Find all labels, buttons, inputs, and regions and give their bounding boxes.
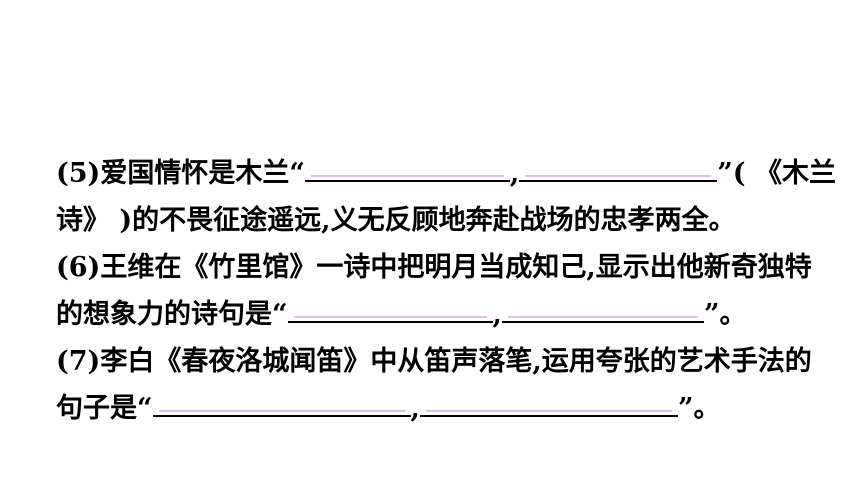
q7-answer-blank-1[interactable] bbox=[152, 393, 411, 417]
q5-answer-blank-1[interactable] bbox=[304, 158, 510, 182]
q7-prompt: (7)李白《春夜洛城闻笛》中从笛声落笔,运用夸张的艺术手法的 bbox=[56, 346, 812, 377]
q6-line-2: 的想象力的诗句是“, ”。 bbox=[56, 291, 846, 338]
q5-continuation: 诗》 )的不畏征途遥远,义无反顾地奔赴战场的忠孝两全。 bbox=[56, 205, 736, 236]
q6-line-1: (6)王维在《竹里馆》一诗中把明月当成知己,显示出他新奇独特 bbox=[56, 244, 846, 291]
q5-line-1: (5)爱国情怀是木兰“, ”( 《木兰 bbox=[56, 150, 846, 197]
faded-answer-mark bbox=[425, 404, 672, 412]
q7-line-1: (7)李白《春夜洛城闻笛》中从笛声落笔,运用夸张的艺术手法的 bbox=[56, 338, 846, 385]
faded-answer-mark bbox=[525, 169, 712, 177]
q6-answer-blank-2[interactable] bbox=[501, 299, 704, 323]
q6-answer-blank-1[interactable] bbox=[287, 299, 493, 323]
q6-prompt: (6)王维在《竹里馆》一诗中把明月当成知己,显示出他新奇独特 bbox=[56, 252, 812, 283]
faded-answer-mark bbox=[293, 310, 487, 318]
q7-separator: , bbox=[410, 393, 420, 424]
q5-line-2: 诗》 )的不畏征途遥远,义无反顾地奔赴战场的忠孝两全。 bbox=[56, 197, 846, 244]
q7-prefix: 句子是“ bbox=[56, 393, 153, 424]
faded-answer-mark bbox=[158, 404, 405, 412]
q7-suffix: ”。 bbox=[677, 393, 721, 424]
faded-answer-mark bbox=[507, 310, 698, 318]
q5-suffix: ”( 《木兰 bbox=[717, 158, 836, 189]
q5-separator: , bbox=[509, 158, 520, 189]
q6-suffix: ”。 bbox=[703, 299, 747, 330]
q7-answer-blank-2[interactable] bbox=[419, 393, 678, 417]
question-list: (5)爱国情怀是木兰“, ”( 《木兰 诗》 )的不畏征途遥远,义无反顾地奔赴战场… bbox=[56, 150, 846, 432]
q7-line-2: 句子是“, ”。 bbox=[56, 385, 846, 432]
faded-answer-mark bbox=[310, 169, 504, 177]
q6-separator: , bbox=[492, 299, 502, 330]
q5-answer-blank-2[interactable] bbox=[519, 158, 718, 182]
q5-prefix: (5)爱国情怀是木兰“ bbox=[56, 158, 305, 189]
q6-prefix: 的想象力的诗句是“ bbox=[56, 299, 288, 330]
